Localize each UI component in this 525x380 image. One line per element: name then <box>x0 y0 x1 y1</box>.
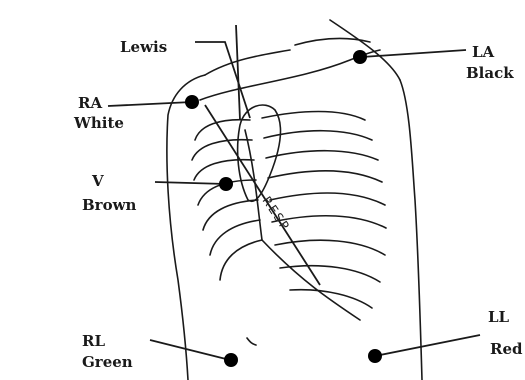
ll-color-label: Red <box>490 340 523 358</box>
v-code-label: V <box>92 172 104 190</box>
lewis-lead-line <box>195 42 250 118</box>
la-color-label: Black <box>466 64 514 82</box>
left-shoulder-line <box>330 20 400 80</box>
lewis-label: Lewis <box>120 38 167 56</box>
ra-lead-line <box>108 102 192 106</box>
torso-right-edge <box>167 75 205 380</box>
ra-electrode <box>185 95 199 109</box>
ll-lead-line <box>375 335 480 356</box>
v-color-label: Brown <box>82 196 136 214</box>
ll-code-label: LL <box>488 308 509 326</box>
lewis-lead-line-2 <box>236 25 240 120</box>
right-shoulder-line <box>205 50 290 75</box>
resp-label: RESP <box>260 194 293 234</box>
rl-electrode <box>224 353 238 367</box>
sternum <box>245 130 262 240</box>
v-electrode <box>219 177 233 191</box>
clavicle-left <box>295 38 370 45</box>
ll-electrode <box>368 349 382 363</box>
v-lead-line <box>155 182 226 184</box>
ra-code-label: RA <box>78 94 102 112</box>
rl-lead-line <box>150 340 230 360</box>
clavicle-right <box>200 50 380 100</box>
la-code-label: LA <box>472 43 494 61</box>
rl-code-label: RL <box>82 332 105 350</box>
rl-color-label: Green <box>82 353 133 371</box>
ra-color-label: White <box>74 114 124 132</box>
la-electrode <box>353 50 367 64</box>
torso-left-edge <box>400 80 422 380</box>
